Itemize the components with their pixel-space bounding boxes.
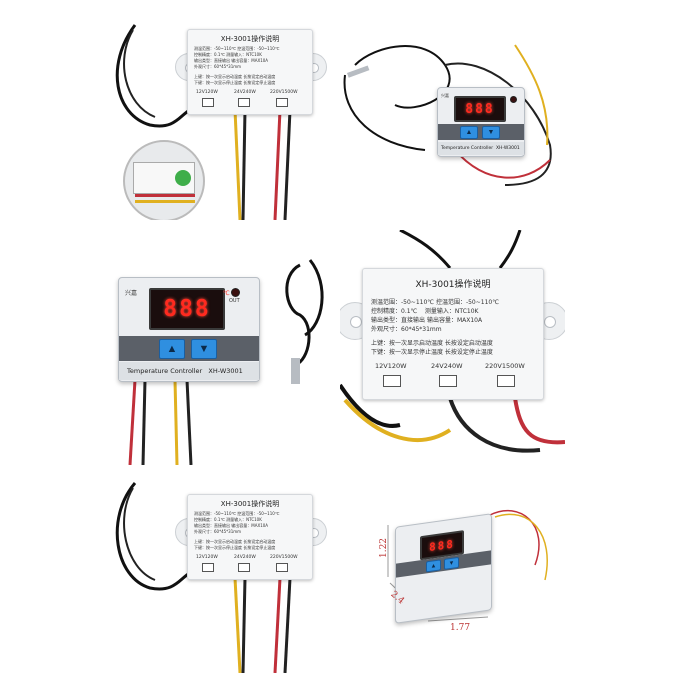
label-down: 下键：按一次显示停止温度 长按设定停止温度 xyxy=(371,349,493,356)
label-power-3: 220V1500W xyxy=(485,362,525,370)
label-checkbox-1 xyxy=(383,375,401,387)
label-line-4: 外观尺寸：60*45*31mm xyxy=(371,326,442,333)
label-power-1: 12V120W xyxy=(196,90,218,95)
led-display: 888 xyxy=(149,288,225,330)
thermostat-unit-small: 兴嘉 888 ▲ ▼ Temperature Controller XH-W30… xyxy=(437,87,525,157)
label-checkbox-1 xyxy=(202,563,214,572)
down-button[interactable]: ▼ xyxy=(191,339,217,359)
led-digits: 888 xyxy=(163,296,211,322)
label-power-1: 12V120W xyxy=(375,362,407,370)
down-arrow-icon: ▼ xyxy=(487,129,495,136)
out-indicator xyxy=(510,96,517,103)
label-power-1: 12V120W xyxy=(196,555,218,560)
instruction-label: XH-3001操作说明 测温范围：-50~110℃ 控温范围：-50~110℃ … xyxy=(187,494,313,580)
label-down: 下键：按一次显示停止温度 长按设定停止温度 xyxy=(194,80,276,85)
dimension-width: 1.77 xyxy=(450,623,471,633)
instruction-label: XH-3001操作说明 测温范围：-50~110℃ 控温范围：-50~110℃ … xyxy=(187,29,313,115)
down-button[interactable]: ▼ xyxy=(482,126,500,139)
cables-svg-1 xyxy=(115,24,292,220)
label-power-2: 24V240W xyxy=(234,555,256,560)
unit-footer: Temperature Controller XH-W3001 xyxy=(438,142,524,155)
label-line-1: 测温范围：-50~110℃ 控温范围：-50~110℃ xyxy=(194,511,280,516)
label-up: 上键：按一次显示启动温度 长按设定启动温度 xyxy=(371,340,493,347)
label-line-3: 输出类型：直接输出 输出容量：MAX10A xyxy=(371,317,483,324)
label-power-2: 24V240W xyxy=(234,90,256,95)
unit-brand: 兴嘉 xyxy=(125,290,138,297)
up-arrow-icon: ▲ xyxy=(166,343,178,355)
degree-symbol: ℃ xyxy=(223,290,230,297)
button-strip xyxy=(119,336,259,361)
led-digits: 888 xyxy=(465,101,495,117)
dimension-height: 1.22 xyxy=(379,537,390,559)
button-strip xyxy=(438,124,524,140)
thermostat-unit-front: 兴嘉 888 ℃ OUT ▲ ▼ Temperature Controller … xyxy=(118,277,260,382)
instruction-label-large: XH-3001操作说明 测温范围：-50~110℃ 控温范围：-50~110℃ … xyxy=(362,268,544,400)
label-checkbox-3 xyxy=(276,563,288,572)
label-down: 下键：按一次显示停止温度 长按设定停止温度 xyxy=(194,545,276,550)
label-line-3: 输出类型：直接输出 输出容量：MAX10A xyxy=(194,523,269,528)
label-title: XH-3001操作说明 xyxy=(220,35,280,43)
photo-label-bottom-left: XH-3001操作说明 测温范围：-50~110℃ 控温范围：-50~110℃ … xyxy=(95,478,335,673)
up-button[interactable]: ▲ xyxy=(159,339,185,359)
unit-brand: 兴嘉 xyxy=(441,93,449,98)
label-up: 上键：按一次显示启动温度 长按设定启动温度 xyxy=(194,539,276,544)
photo-unit-mid-left: 兴嘉 888 ℃ OUT ▲ ▼ Temperature Controller … xyxy=(95,240,340,465)
photo-label-mid-right: XH-3001操作说明 测温范围：-50~110℃ 控温范围：-50~110℃ … xyxy=(340,230,565,470)
label-line-3: 输出类型：直接输出 输出容量：MAX10A xyxy=(194,58,269,63)
cables-svg-4 xyxy=(340,230,565,453)
photo-label-top-left: XH-3001操作说明 测温范围：-50~110℃ 控温范围：-50~110℃ … xyxy=(95,5,335,220)
label-line-4: 外观尺寸：60*45*31mm xyxy=(194,529,242,534)
label-power-3: 220V1500W xyxy=(270,555,298,560)
up-button[interactable]: ▲ xyxy=(460,126,478,139)
photo-unit-dimensions: 888 ▲ ▼ 1.22 2.4 1.77 xyxy=(360,495,560,640)
label-checkbox-3 xyxy=(497,375,515,387)
label-checkbox-2 xyxy=(439,375,457,387)
cables-svg-3 xyxy=(128,259,324,465)
label-checkbox-3 xyxy=(276,98,288,107)
label-checkbox-2 xyxy=(238,98,250,107)
cables-svg-2 xyxy=(343,44,552,186)
label-up: 上键：按一次显示启动温度 长按设定启动温度 xyxy=(194,74,276,79)
led-display: 888 xyxy=(454,96,506,122)
down-arrow-icon: ▼ xyxy=(198,343,210,355)
label-line-1: 测温范围：-50~110℃ 控温范围：-50~110℃ xyxy=(194,46,280,51)
label-power-3: 220V1500W xyxy=(270,90,298,95)
connector-closeup-inset xyxy=(123,140,205,220)
label-line-2: 控制精度：0.1℃ 测量输入：NTC10K xyxy=(194,517,262,522)
label-line-2: 控制精度：0.1℃ 测量输入：NTC10K xyxy=(194,52,262,57)
label-line-4: 外观尺寸：60*45*31mm xyxy=(194,64,242,69)
up-button[interactable]: ▲ xyxy=(426,559,441,573)
label-power-2: 24V240W xyxy=(431,362,463,370)
photo-unit-top-right: 兴嘉 888 ▲ ▼ Temperature Controller XH-W30… xyxy=(335,35,565,205)
label-line-2: 控制精度：0.1℃ 测量输入：NTC10K xyxy=(371,308,479,315)
label-checkbox-2 xyxy=(238,563,250,572)
up-arrow-icon: ▲ xyxy=(465,129,473,136)
label-line-1: 测温范围：-50~110℃ 控温范围：-50~110℃ xyxy=(371,299,499,306)
label-checkbox-1 xyxy=(202,98,214,107)
thermostat-unit-angled: 888 ▲ ▼ xyxy=(395,513,492,624)
label-title: XH-3001操作说明 xyxy=(415,280,491,290)
down-arrow-icon: ▼ xyxy=(448,559,455,567)
cables-svg-5 xyxy=(115,482,292,673)
led-digits: 888 xyxy=(429,536,455,554)
up-arrow-icon: ▲ xyxy=(430,562,437,570)
label-title: XH-3001操作说明 xyxy=(220,500,280,508)
unit-footer: Temperature Controller XH-W3001 xyxy=(119,362,259,380)
out-indicator xyxy=(231,288,240,297)
out-label: OUT xyxy=(229,298,240,304)
down-button[interactable]: ▼ xyxy=(444,556,459,570)
